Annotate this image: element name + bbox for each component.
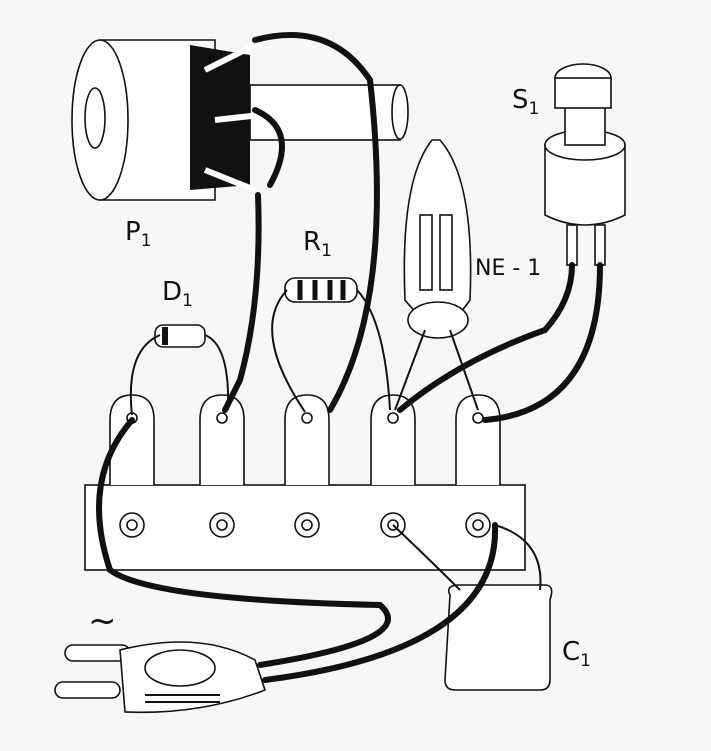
diode-d1 <box>154 324 206 348</box>
label-p1: P1 <box>125 217 152 251</box>
screw-center <box>126 519 138 531</box>
ac-symbol: ~ <box>88 601 117 641</box>
terminal-strip <box>84 394 526 571</box>
label-c1: C1 <box>562 637 591 671</box>
lug-hole <box>472 412 484 424</box>
wires <box>96 32 603 683</box>
terminal-lug <box>199 394 245 485</box>
label-r1: R1 <box>303 227 332 261</box>
label-d1: D1 <box>162 277 193 311</box>
neon-lamp-ne1 <box>403 139 472 339</box>
screw-center <box>216 519 228 531</box>
lug-hole <box>216 412 228 424</box>
label-s1: S1 <box>512 85 539 119</box>
lug-hole <box>301 412 313 424</box>
lug-hole <box>387 412 399 424</box>
mains-plug <box>54 641 267 714</box>
resistor-r1 <box>284 277 358 303</box>
screw-center <box>472 519 484 531</box>
switch-s1 <box>544 63 626 266</box>
terminal-lug <box>370 394 416 485</box>
terminal-lug <box>284 394 330 485</box>
terminal-lug <box>109 394 155 485</box>
screw-center <box>301 519 313 531</box>
capacitor-c1 <box>444 584 553 691</box>
potentiometer-p1 <box>71 39 409 201</box>
label-ne1: NE - 1 <box>475 256 541 281</box>
